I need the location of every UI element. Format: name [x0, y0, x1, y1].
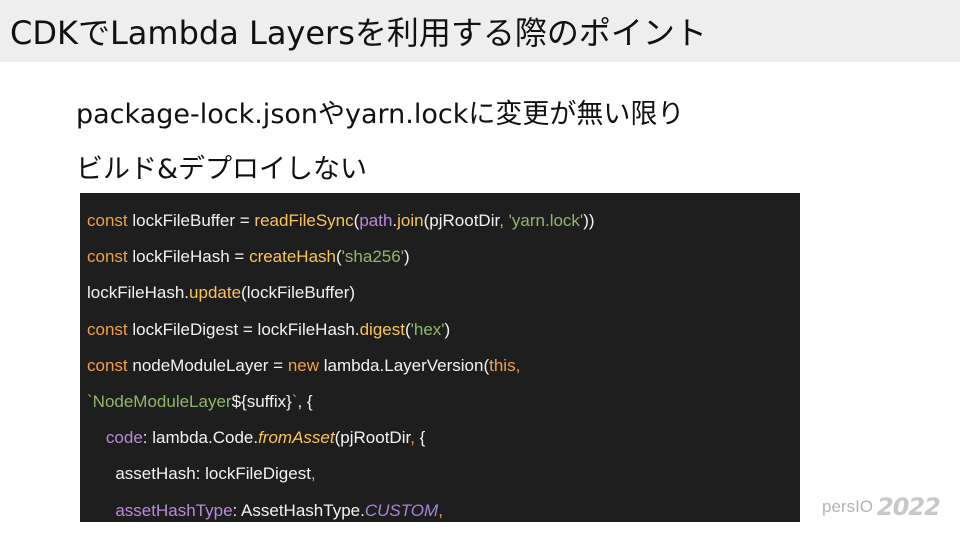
code-token: lockFileHash. — [87, 283, 190, 303]
code-token: (pjRootDir — [423, 211, 500, 230]
code-token: , — [499, 211, 509, 230]
code-line: const lockFileBuffer = readFileSync(path… — [87, 203, 800, 239]
code-token: , — [515, 355, 521, 375]
code-token: const — [87, 247, 128, 267]
code-token: lambda.LayerVersion( — [319, 355, 490, 375]
code-token: . — [392, 211, 398, 230]
code-token: lockFileHash = — [127, 247, 250, 267]
code-token: ${suffix} — [231, 391, 292, 411]
code-token: nodeModuleLayer = — [127, 355, 288, 375]
code-token: const — [87, 211, 128, 230]
code-token: (pjRootDir — [334, 428, 411, 448]
code-token: const — [87, 355, 128, 375]
code-token: ) — [444, 319, 451, 339]
code-token: : lambda.Code. — [142, 428, 259, 448]
code-token: , — [310, 464, 316, 484]
code-token: readFileSync — [254, 211, 354, 230]
code-token: { — [419, 428, 426, 448]
code-token: assetHashType — [115, 500, 233, 520]
code-token: `NodeModuleLayer — [87, 391, 232, 411]
code-token: createHash — [249, 247, 336, 267]
code-block: const lockFileBuffer = readFileSync(path… — [80, 193, 800, 522]
code-token: assetHash: lockFileDigest — [87, 464, 311, 484]
code-token: ) — [403, 247, 410, 267]
code-token: update — [189, 283, 242, 303]
code-token: , { — [297, 391, 313, 411]
watermark-logo-icon: 2022 — [877, 493, 941, 521]
code-line: const nodeModuleLayer = new lambda.Layer… — [87, 348, 800, 384]
code-token: this — [489, 355, 516, 375]
code-line: assetHashType: AssetHashType.CUSTOM, — [87, 493, 800, 523]
code-token: new — [287, 355, 320, 375]
code-token: : AssetHashType. — [232, 500, 365, 520]
code-token: 'sha256' — [341, 247, 404, 267]
code-token: 'yarn.lock' — [508, 211, 584, 230]
code-token: fromAsset — [258, 428, 335, 448]
subtitle-line-2: ビルド&デプロイしない — [76, 154, 368, 185]
slide-title: CDKでLambda Layersを利用する際のポイント — [10, 14, 707, 52]
code-line: `NodeModuleLayer${suffix}`, { — [87, 384, 800, 420]
watermark: persIO 2022 — [822, 493, 941, 521]
code-token: lockFileBuffer = — [127, 211, 255, 230]
code-line: const lockFileHash = createHash('sha256'… — [87, 239, 800, 275]
subtitle-line-1: package-lock.jsonやyarn.lockに変更が無い限り — [76, 99, 685, 130]
code-token: path — [359, 211, 393, 230]
code-line: lockFileHash.update(lockFileBuffer) — [87, 275, 800, 311]
code-line: const lockFileDigest = lockFileHash.dige… — [87, 312, 800, 348]
slide-title-bar: CDKでLambda Layersを利用する際のポイント — [0, 0, 960, 62]
code-token: , — [438, 500, 443, 520]
code-token: const — [87, 319, 128, 339]
code-token: (lockFileBuffer) — [241, 283, 356, 303]
code-token: )) — [583, 211, 595, 230]
code-token: ( — [353, 211, 360, 230]
code-token: ` — [291, 391, 298, 411]
code-token — [87, 428, 106, 447]
code-token — [87, 501, 115, 520]
code-token: ( — [336, 247, 342, 267]
code-token: ( — [404, 319, 411, 339]
code-line: assetHash: lockFileDigest, — [87, 456, 800, 492]
code-token: code — [105, 428, 143, 448]
code-token: 'hex' — [410, 319, 445, 339]
code-token: digest — [359, 319, 405, 339]
code-token: lockFileDigest = lockFileHash. — [127, 319, 360, 339]
code-token: , — [410, 428, 420, 448]
code-line: code: lambda.Code.fromAsset(pjRootDir, { — [87, 420, 800, 456]
code-token: join — [397, 211, 424, 230]
code-token: CUSTOM — [364, 500, 439, 520]
watermark-text: persIO — [822, 497, 874, 516]
